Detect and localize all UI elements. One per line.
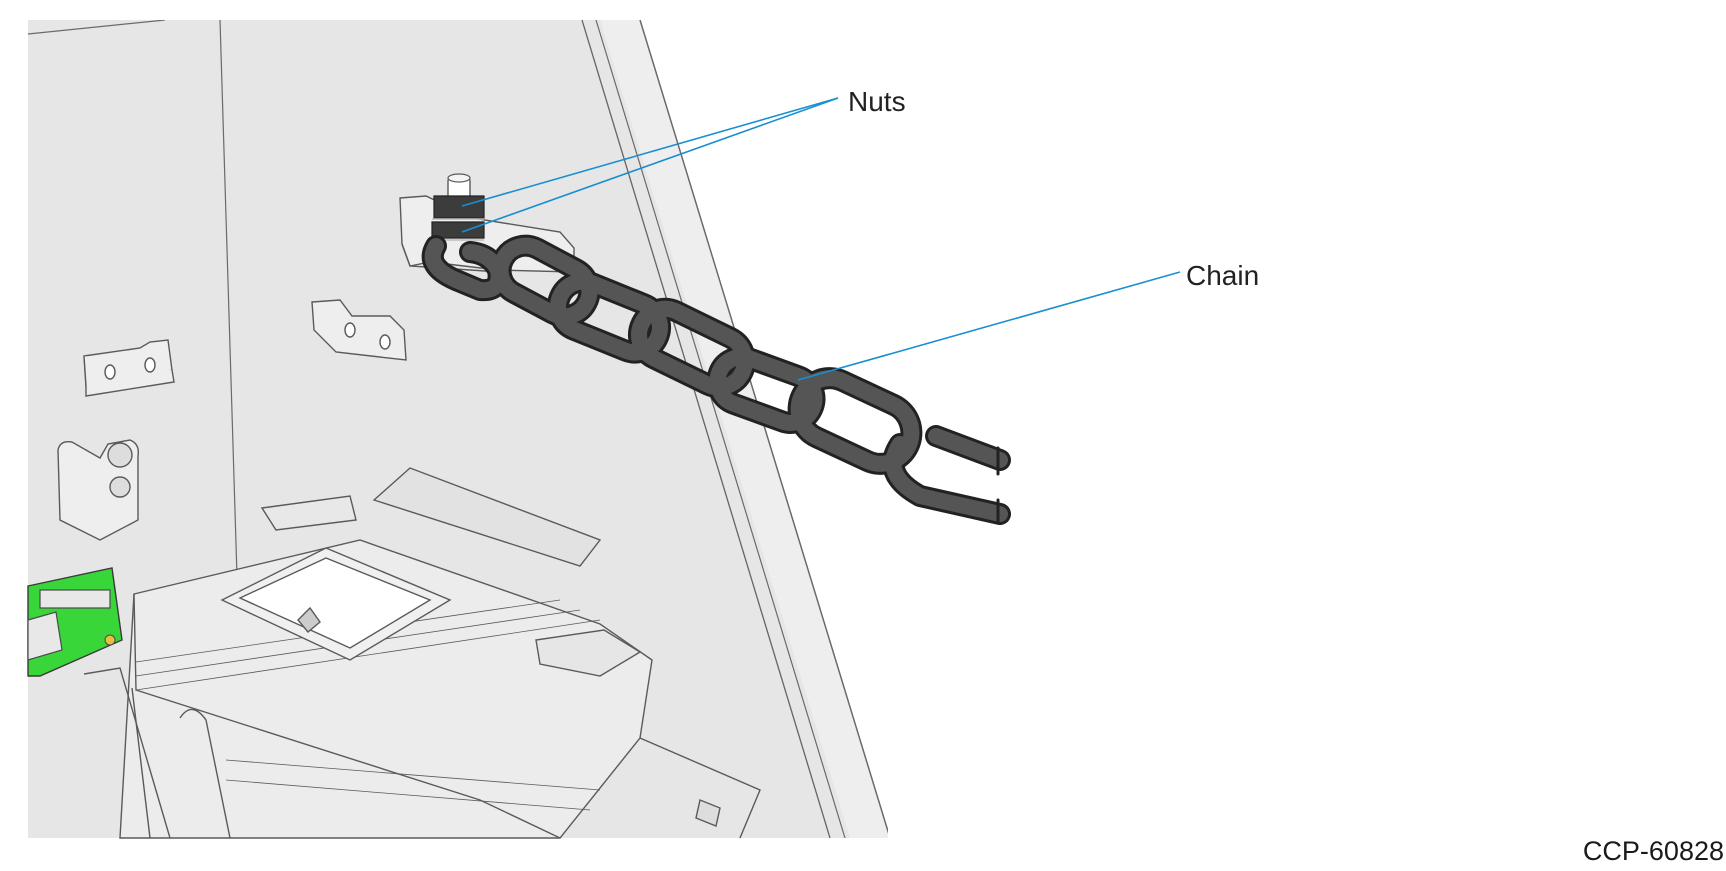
lower-nut-icon: [431, 221, 485, 239]
upper-nut-icon: [433, 195, 485, 219]
chain-callout-line: [797, 271, 1181, 381]
nuts-callout-line-lower: [461, 97, 839, 233]
callout-lines: [461, 97, 1181, 381]
chain: [421, 234, 1011, 525]
nuts-callout-label: Nuts: [848, 86, 906, 117]
circuit-board: [27, 567, 123, 677]
mounting-clip-left: [83, 339, 175, 397]
nuts-callout-line-upper: [461, 97, 839, 207]
mounting-clip-right: [311, 299, 407, 361]
stud-with-nuts: [431, 173, 485, 241]
figure-id: CCP-60828: [1582, 836, 1724, 866]
bill-acceptor-unit: [83, 467, 761, 839]
left-bracket: [57, 439, 140, 541]
chain-callout-label: Chain: [1186, 260, 1260, 291]
